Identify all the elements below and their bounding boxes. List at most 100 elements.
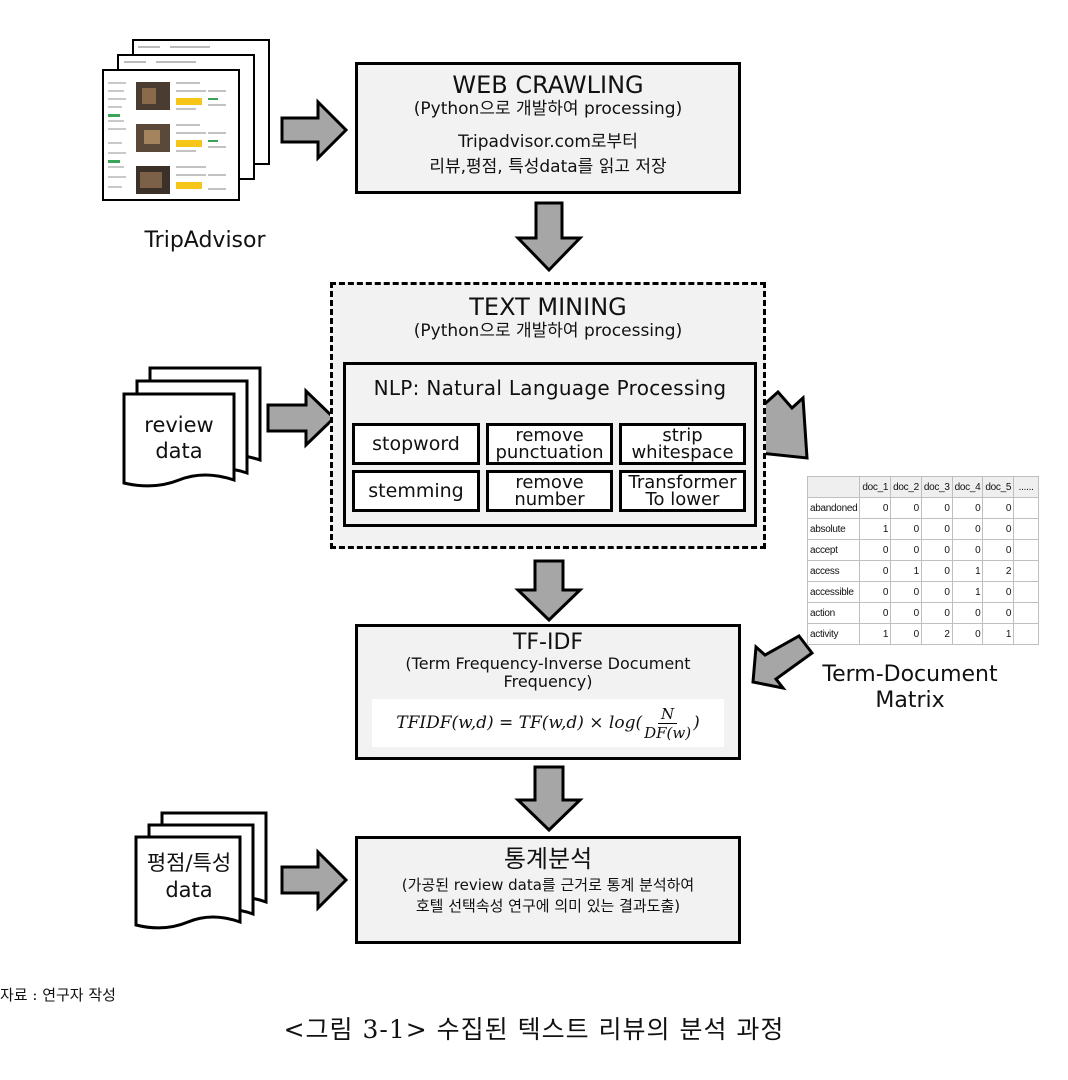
matrix-cell: 0 <box>890 518 922 540</box>
matrix-cell: 0 <box>951 602 984 624</box>
statistics-title: 통계분석 <box>503 845 593 873</box>
matrix-cell: 0 <box>859 581 892 603</box>
matrix-col-header: doc_2 <box>890 476 922 498</box>
matrix-cell-empty <box>1013 497 1040 519</box>
matrix-cell: 0 <box>951 623 984 645</box>
matrix-cell: 0 <box>982 539 1015 561</box>
matrix-cell-empty <box>1013 518 1040 540</box>
nlp-step-transformer-to-lower: Transformer To lower <box>619 470 746 512</box>
matrix-cell: 0 <box>982 497 1015 519</box>
matrix-term: access <box>806 560 861 582</box>
web-crawling-subtitle: (Python으로 개발하여 processing) <box>413 99 683 119</box>
matrix-cell: 0 <box>920 560 953 582</box>
matrix-cell-empty <box>1013 581 1040 603</box>
text-mining-title: TEXT MINING <box>469 293 627 321</box>
web-crawling-box: WEB CRAWLING (Python으로 개발하여 processing) … <box>355 62 741 194</box>
nlp-step-stemming: stemming <box>352 470 480 512</box>
nlp-step-strip-whitespace: strip whitespace <box>619 423 746 465</box>
arrow-down-icon <box>514 559 584 623</box>
matrix-label-line1: Term-Document <box>822 662 998 687</box>
term-document-matrix-table: doc_1 doc_2 doc_3 doc_4 doc_5 ...... aba… <box>806 476 1040 645</box>
matrix-col-header: ...... <box>1013 476 1040 498</box>
matrix-term: abandoned <box>806 497 861 519</box>
matrix-cell: 0 <box>920 497 953 519</box>
matrix-row: activity 1 0 2 0 1 <box>806 623 1040 645</box>
rating-data-label: 평점/특성 data <box>134 850 244 904</box>
matrix-cell: 0 <box>982 518 1015 540</box>
matrix-cell: 0 <box>890 602 922 624</box>
matrix-cell: 2 <box>920 623 953 645</box>
matrix-cell: 1 <box>890 560 922 582</box>
matrix-header-row: doc_1 doc_2 doc_3 doc_4 doc_5 ...... <box>806 476 1040 498</box>
matrix-cell: 1 <box>859 518 892 540</box>
matrix-row: absolute 1 0 0 0 0 <box>806 518 1040 540</box>
matrix-term: accept <box>806 539 861 561</box>
matrix-cell: 0 <box>890 539 922 561</box>
document-stack-icon <box>122 366 262 488</box>
matrix-cell: 1 <box>859 623 892 645</box>
tripadvisor-label: TripAdvisor <box>144 228 266 253</box>
matrix-row: abandoned 0 0 0 0 0 <box>806 497 1040 519</box>
matrix-row: action 0 0 0 0 0 <box>806 602 1040 624</box>
tf-idf-subtitle2: Frequency) <box>503 672 593 691</box>
matrix-cell: 1 <box>951 581 984 603</box>
matrix-col-header: doc_4 <box>951 476 984 498</box>
review-data-line1: review <box>144 413 214 437</box>
matrix-row: access 0 1 0 1 2 <box>806 560 1040 582</box>
matrix-cell: 0 <box>920 539 953 561</box>
matrix-cell: 0 <box>859 560 892 582</box>
matrix-cell-empty <box>1013 623 1040 645</box>
statistics-line2: 호텔 선택속성 연구에 의미 있는 결과도출) <box>415 897 681 915</box>
arrow-right-icon <box>266 387 337 449</box>
matrix-corner <box>806 476 861 498</box>
tf-idf-box: TF-IDF (Term Frequency-Inverse Document … <box>355 624 741 760</box>
matrix-cell: 0 <box>890 623 922 645</box>
statistics-box: 통계분석 (가공된 review data를 근거로 통계 분석하여 호텔 선택… <box>355 836 741 944</box>
web-crawling-line2: 리뷰,평점, 특성data를 읽고 저장 <box>429 157 667 177</box>
matrix-row: accessible 0 0 0 1 0 <box>806 581 1040 603</box>
matrix-cell: 0 <box>859 539 892 561</box>
matrix-cell: 0 <box>859 602 892 624</box>
formula-end: ) <box>693 713 700 733</box>
matrix-term: activity <box>806 623 861 645</box>
tf-idf-title: TF-IDF <box>512 630 584 655</box>
web-crawling-line1: Tripadvisor.com로부터 <box>458 132 638 152</box>
matrix-cell: 0 <box>859 497 892 519</box>
matrix-term: accessible <box>806 581 861 603</box>
matrix-row: accept 0 0 0 0 0 <box>806 539 1040 561</box>
matrix-col-header: doc_3 <box>920 476 953 498</box>
formula-numerator: N <box>658 705 678 724</box>
matrix-cell: 0 <box>951 497 984 519</box>
matrix-cell: 0 <box>982 602 1015 624</box>
rating-data-line1: 평점/특성 <box>146 851 232 875</box>
tripadvisor-pages-stack <box>100 36 280 206</box>
web-crawling-title: WEB CRAWLING <box>452 71 644 99</box>
matrix-label-line2: Matrix <box>875 688 945 713</box>
matrix-cell-empty <box>1013 602 1040 624</box>
matrix-cell: 2 <box>982 560 1015 582</box>
arrow-right-icon <box>280 848 349 912</box>
webpage-thumbnail-icon <box>102 39 270 201</box>
matrix-cell: 0 <box>982 581 1015 603</box>
matrix-cell: 1 <box>951 560 984 582</box>
statistics-line1: (가공된 review data를 근거로 통계 분석하여 <box>401 876 695 894</box>
nlp-step-remove-number: remove number <box>486 470 613 512</box>
matrix-term: absolute <box>806 518 861 540</box>
matrix-cell: 1 <box>982 623 1015 645</box>
matrix-cell: 0 <box>951 518 984 540</box>
matrix-col-header: doc_1 <box>859 476 892 498</box>
tf-idf-formula: TFIDF(w,d) = TF(w,d) × log( N DF(w) ) <box>372 699 724 747</box>
matrix-cell-empty <box>1013 539 1040 561</box>
matrix-cell: 0 <box>920 518 953 540</box>
review-data-line2: data <box>155 439 203 463</box>
arrow-down-icon <box>514 765 584 833</box>
formula-fraction: N DF(w) <box>644 705 691 742</box>
nlp-step-remove-punctuation: remove punctuation <box>486 423 613 465</box>
matrix-cell: 0 <box>920 602 953 624</box>
rating-data-line2: data <box>165 878 213 902</box>
nlp-title: NLP: Natural Language Processing <box>373 376 727 400</box>
term-document-matrix-label: Term-Document Matrix <box>800 662 1020 714</box>
matrix-col-header: doc_5 <box>982 476 1015 498</box>
formula-lhs: TFIDF(w,d) = TF(w,d) × log( <box>396 713 643 733</box>
